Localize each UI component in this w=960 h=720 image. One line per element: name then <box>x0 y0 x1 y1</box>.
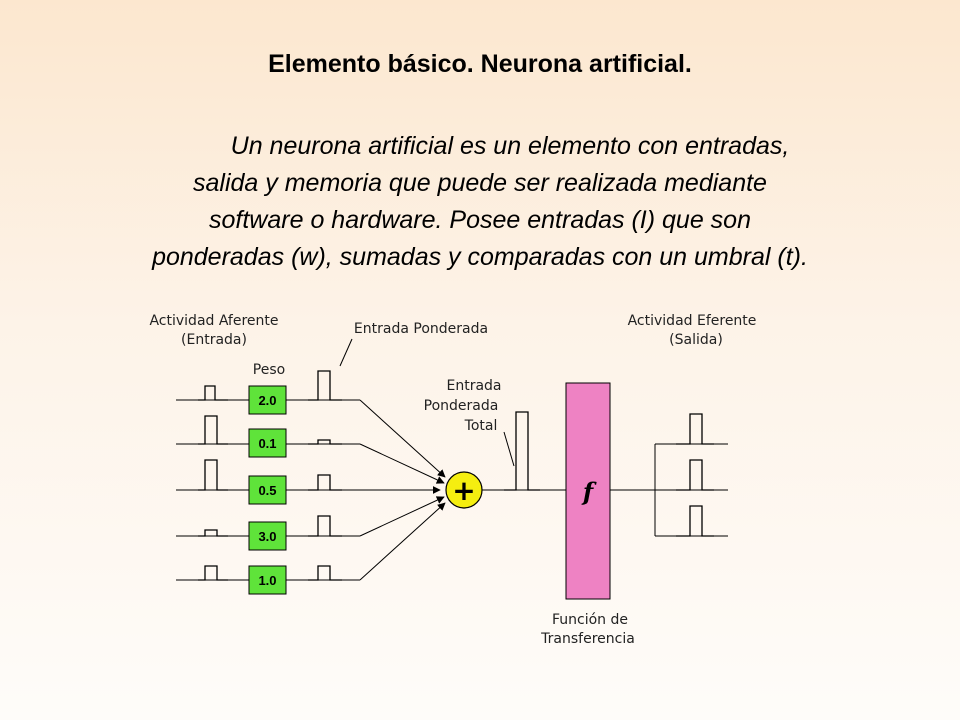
weight-value: 1.0 <box>258 573 276 588</box>
transfer-function-box <box>565 382 611 600</box>
input-row-3: 0.5 <box>176 459 441 505</box>
summation-node <box>445 471 483 509</box>
weight-value: 0.1 <box>258 436 276 451</box>
total-input-pointer <box>503 431 515 467</box>
weight-box <box>248 385 287 415</box>
output-pulse <box>676 459 714 491</box>
weighted-pulse <box>308 515 342 537</box>
sum-symbol: + <box>452 474 475 507</box>
input-pulse <box>198 415 228 445</box>
weighted-input-label: Entrada Ponderada <box>354 321 488 337</box>
weighted-pulse <box>308 474 342 491</box>
weight-box <box>248 521 287 551</box>
output-pulse <box>676 505 714 537</box>
weighted-pulse <box>308 439 342 445</box>
weight-label: Peso <box>253 362 285 378</box>
total-input-label-3: Total <box>464 418 498 434</box>
function-symbol: f <box>581 477 597 506</box>
afferent-label: Actividad Aferente <box>149 313 278 329</box>
paragraph-line: software o hardware. Posee entradas (I) … <box>209 206 751 234</box>
afferent-sublabel: (Entrada) <box>181 332 247 348</box>
input-row-1: 2.0 <box>176 370 446 478</box>
paragraph-line: ponderadas (w), sumadas y comparadas con… <box>152 243 808 271</box>
input-pulse <box>198 529 228 537</box>
paragraph-line: Un neurona artificial es un elemento con… <box>230 132 790 160</box>
weight-box <box>248 428 287 458</box>
input-pulse <box>198 459 228 491</box>
weight-value: 3.0 <box>258 529 276 544</box>
output-section <box>610 413 728 537</box>
output-pulse <box>676 413 714 445</box>
slide-title: Elemento básico. Neurona artificial. <box>268 50 692 78</box>
paragraph-line: salida y memoria que puede ser realizada… <box>193 169 767 197</box>
efferent-sublabel: (Salida) <box>669 332 723 348</box>
description-paragraph: Un neurona artificial es un elemento con… <box>20 128 940 276</box>
weighted-pulse <box>308 370 342 401</box>
weight-box <box>248 565 287 595</box>
total-input-label: Entrada <box>446 378 501 394</box>
total-input-pulse <box>504 411 540 491</box>
input-pulse <box>198 565 228 581</box>
efferent-label: Actividad Eferente <box>628 313 757 329</box>
transfer-function-label-2: Transferencia <box>540 631 635 647</box>
weight-box <box>248 475 287 505</box>
input-row-5: 1.0 <box>176 502 446 595</box>
input-row-2: 0.1 <box>176 415 445 484</box>
input-row-4: 3.0 <box>176 496 445 551</box>
weighted-input-pointer <box>339 338 353 367</box>
transfer-function-label: Función de <box>552 612 628 628</box>
weighted-pulse <box>308 565 342 581</box>
weight-value: 0.5 <box>258 483 276 498</box>
weight-value: 2.0 <box>258 393 276 408</box>
input-pulse <box>198 385 228 401</box>
total-input-label-2: Ponderada <box>424 398 499 414</box>
